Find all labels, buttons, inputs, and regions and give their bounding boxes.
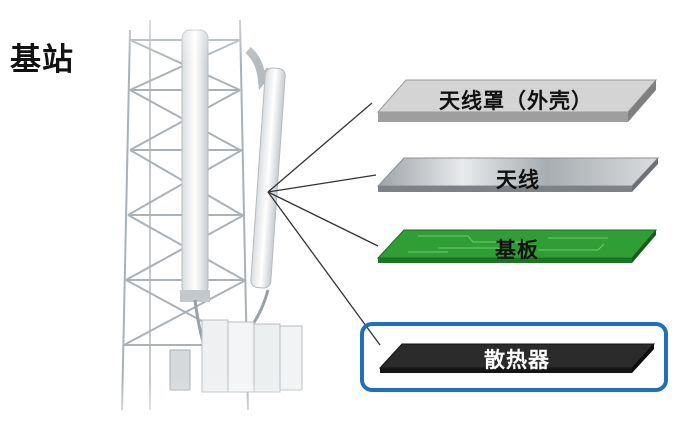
heatsink-layer: 散热器 [380,340,654,376]
substrate-layer: 基板 [378,230,656,266]
antenna-layer: 天线 [378,158,658,196]
heatsink-label: 散热器 [380,344,654,374]
radome-label: 天线罩（外壳） [376,85,656,115]
page-title: 基站 [10,34,74,79]
base-station-tower-illustration [110,0,320,423]
radome-layer: 天线罩（外壳） [376,80,656,124]
antenna-label: 天线 [378,164,658,194]
substrate-label: 基板 [378,234,656,264]
